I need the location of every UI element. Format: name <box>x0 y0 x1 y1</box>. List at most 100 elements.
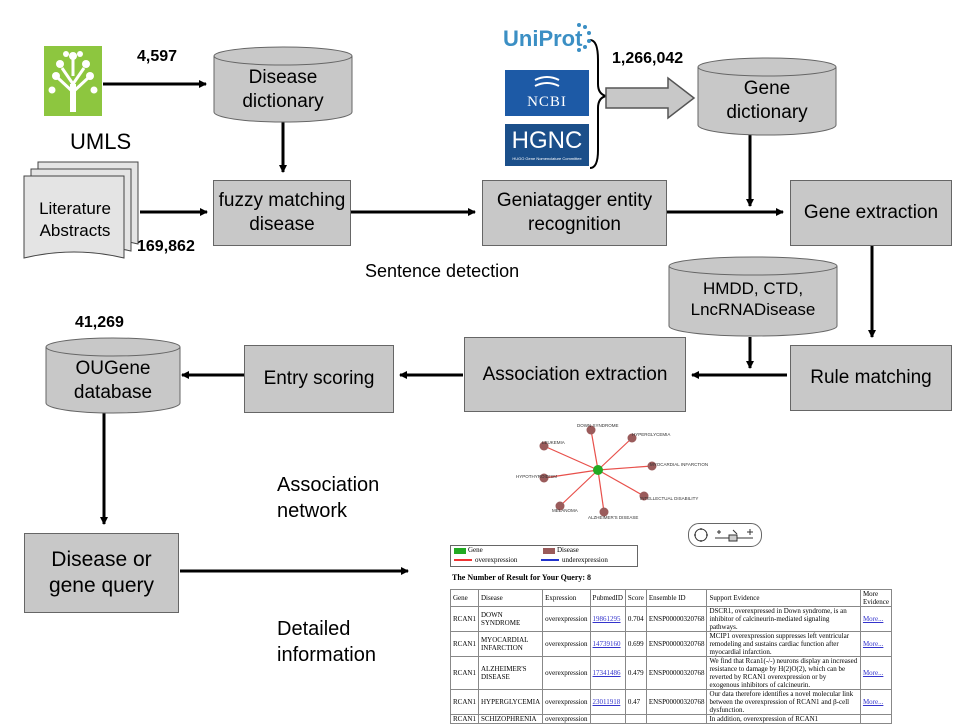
fuzzy-matching-step: fuzzy matching disease <box>213 180 351 246</box>
table-cell-score: 0.479 <box>624 656 647 690</box>
hgnc-subtitle: HUGO Gene Nomenclature Committee <box>512 156 582 161</box>
gene-dictionary-label: Gene dictionary <box>726 78 808 123</box>
table-cell-pmid[interactable]: 14739160 <box>589 631 626 657</box>
association-extraction-step: Association extraction <box>464 337 686 412</box>
table-cell-disease: ALZHEIMER'S DISEASE <box>477 656 544 690</box>
table-header-cell: Disease <box>477 589 544 607</box>
results-count-title: The Number of Result for Your Query: 8 <box>452 573 592 582</box>
table-cell-evidence: MCIP1 overexpression suppresses left ven… <box>706 631 861 657</box>
table-cell-pmid[interactable]: 23011918 <box>589 689 626 715</box>
table-cell-ens <box>645 714 708 724</box>
table-header-cell: PubmedID <box>589 589 626 607</box>
pubmed-link[interactable]: 14739160 <box>592 640 621 648</box>
table-cell-score: 0.704 <box>624 606 647 632</box>
legend-gene: Gene <box>468 546 483 554</box>
network-edge <box>597 465 653 471</box>
gene-extraction-step: Gene extraction <box>790 180 952 246</box>
disease-node-label: INTELLECTUAL DISABILITY <box>640 496 698 501</box>
disease-node-label: MYOCARDIAL INFARCTION <box>650 462 708 467</box>
disease-node[interactable] <box>647 461 657 471</box>
disease-node-label: HYPOTHYROIDISM <box>516 474 557 479</box>
ougene-db: OUGene database <box>45 337 181 415</box>
zoom-slider-icon[interactable] <box>689 524 761 546</box>
table-cell-expression: overexpression <box>542 631 591 657</box>
uniprot-dots-icon <box>577 23 591 52</box>
gene-dictionary-db: Gene dictionary <box>697 57 837 137</box>
table-header-cell: Expression <box>542 589 591 607</box>
more-evidence-link[interactable]: More... <box>862 640 884 648</box>
table-cell-ens: ENSP00000320768 <box>645 606 708 632</box>
pubmed-link[interactable]: 19861295 <box>592 615 621 623</box>
disease-node[interactable] <box>639 491 649 501</box>
table-cell-pmid[interactable]: 19861295 <box>589 606 626 632</box>
table-cell-more[interactable] <box>859 714 893 724</box>
hmdd-ctd-db: HMDD, CTD, LncRNADisease <box>668 256 838 338</box>
ncbi-label: NCBI <box>527 94 567 110</box>
legend-disease: Disease <box>557 546 579 554</box>
gene-legend-swatch <box>454 548 466 554</box>
gene-source-count: 1,266,042 <box>612 50 684 67</box>
table-cell-expression: overexpression <box>542 714 591 724</box>
network-edge <box>597 469 645 497</box>
rule-matching-step: Rule matching <box>790 345 952 411</box>
more-evidence-link[interactable]: More... <box>862 698 884 706</box>
table-cell-disease: DOWN SYNDROME <box>477 606 544 632</box>
geniatagger-step: Geniatagger entity recognition <box>482 180 667 246</box>
disease-node[interactable] <box>586 425 596 435</box>
pubmed-link[interactable]: 23011918 <box>592 698 621 706</box>
table-cell-pmid[interactable] <box>589 714 626 724</box>
umls-count: 4,597 <box>137 48 178 65</box>
table-cell-gene: RCAN1 <box>450 656 479 690</box>
table-cell-more[interactable]: More... <box>859 631 893 657</box>
table-cell-score: 0.699 <box>624 631 647 657</box>
overexpression-swatch <box>454 559 472 561</box>
disease-node-label: HYPERGLYCEMIA <box>632 432 670 437</box>
underexpression-swatch <box>541 559 559 561</box>
source-brace <box>589 39 607 169</box>
disease-node[interactable] <box>555 501 565 511</box>
database-cylinder-shape <box>45 337 181 414</box>
ougene-count: 41,269 <box>75 314 124 331</box>
table-cell-gene: RCAN1 <box>450 689 479 715</box>
table-cell-pmid[interactable]: 17341486 <box>589 656 626 690</box>
disease-node[interactable] <box>627 433 637 443</box>
document-stack-icon <box>23 161 139 259</box>
results-legend: Gene Disease overexpression underexpress… <box>450 545 638 567</box>
tree-icon <box>48 51 98 112</box>
table-header-cell: Support Evidence <box>706 589 861 607</box>
table-cell-score: 0.47 <box>624 689 647 715</box>
network-graph: DOWN SYNDROMEHYPERGLYCEMIALEUKEMIAMYOCAR… <box>516 423 708 520</box>
disease-node[interactable] <box>539 441 549 451</box>
block-arrow-to-gene-dict <box>605 76 696 120</box>
table-cell-more[interactable]: More... <box>859 606 893 632</box>
more-evidence-link[interactable]: More... <box>862 615 884 623</box>
table-cell-evidence: DSCR1, overexpressed in Down syndrome, i… <box>706 606 861 632</box>
table-cell-more[interactable]: More... <box>859 656 893 690</box>
network-zoom-control[interactable] <box>688 523 762 547</box>
uniprot-logo: UniProt <box>503 20 591 60</box>
table-cell-evidence: In addition, overexpression of RCAN1 <box>706 714 861 724</box>
table-cell-more[interactable]: More... <box>859 689 893 715</box>
table-header-cell: Ensemble ID <box>645 589 708 607</box>
uniprot-label: UniProt <box>503 26 583 51</box>
ncbi-helix-icon <box>534 76 560 87</box>
table-cell-ens: ENSP00000320768 <box>645 689 708 715</box>
table-cell-ens: ENSP00000320768 <box>645 656 708 690</box>
ougene-label: OUGene database <box>73 358 153 403</box>
more-evidence-link[interactable]: More... <box>862 669 884 677</box>
hmdd-ctd-label: HMDD, CTD, LncRNADisease <box>690 279 816 320</box>
pubmed-link[interactable]: 17341486 <box>592 669 621 677</box>
gene-node[interactable] <box>593 465 603 475</box>
network-edge <box>543 445 599 471</box>
table-cell-gene: RCAN1 <box>450 631 479 657</box>
sentence-detection-label: Sentence detection <box>365 261 520 281</box>
legend-under: underexpression <box>562 556 608 564</box>
table-cell-expression: overexpression <box>542 656 591 690</box>
disease-node[interactable] <box>599 507 609 517</box>
disease-node[interactable] <box>539 473 549 483</box>
